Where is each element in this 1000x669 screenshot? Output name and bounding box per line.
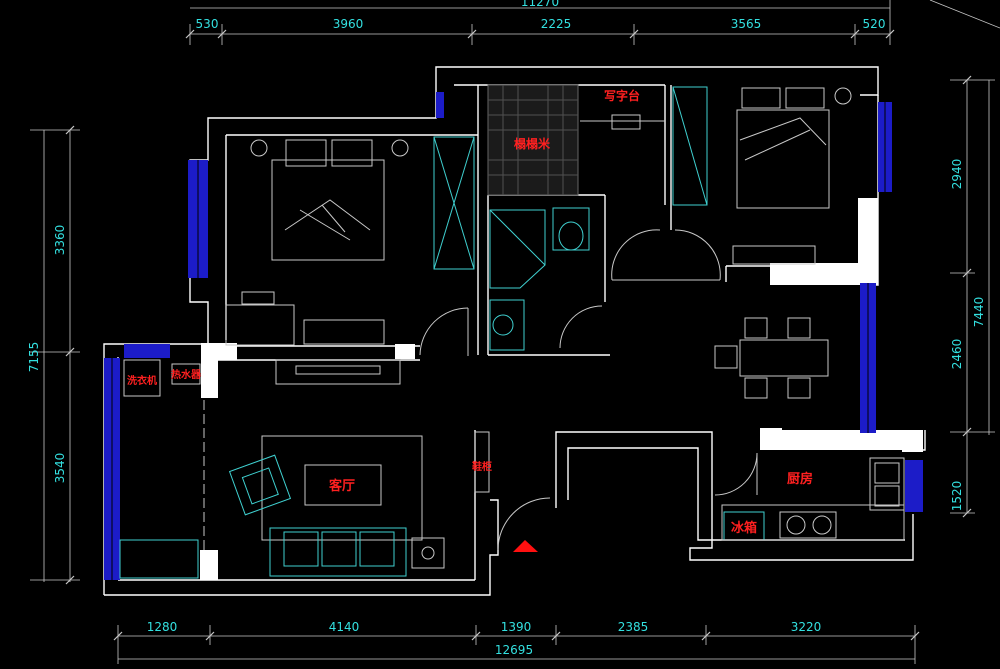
dim-bottom-2: 4140: [329, 620, 360, 634]
desk-left: [225, 304, 295, 346]
sofa: [269, 527, 407, 577]
door-bedroom-right-b: [674, 229, 721, 281]
washer: [123, 359, 161, 397]
wardrobe-right: [672, 86, 708, 206]
wall-blocks: [200, 198, 923, 580]
armchair: [228, 454, 292, 516]
dim-bottom-5: 3220: [791, 620, 822, 634]
bed-right: [736, 87, 852, 209]
entrance-door: [497, 497, 551, 551]
shoe-cabinet: [474, 431, 490, 493]
dim-bottom-3: 1390: [501, 620, 532, 634]
door-bedroom-right-a: [611, 229, 661, 281]
kitchen-counter: [721, 504, 905, 541]
label-living: 客厅: [329, 478, 355, 494]
tv-cabinet-bedroom: [303, 319, 385, 345]
dim-bottom-total: 12695: [495, 643, 533, 657]
dim-bottom-1: 1280: [147, 620, 178, 634]
label-kitchen: 厨房: [787, 471, 813, 487]
dim-right-3: 1520: [950, 481, 964, 512]
label-tatami: 榻榻米: [513, 136, 551, 151]
tv-cabinet-right: [732, 245, 816, 265]
stove: [779, 511, 837, 539]
tv-cabinet: [275, 359, 401, 385]
sink: [869, 457, 905, 511]
dim-left-2: 3540: [53, 453, 67, 484]
dim-right-total: 7440: [972, 297, 986, 328]
dimension-lines: [30, 0, 1000, 664]
label-washer: 洗衣机: [127, 374, 157, 387]
dim-top-4: 3565: [731, 17, 762, 31]
dining-table: [714, 317, 829, 399]
dim-bottom-4: 2385: [618, 620, 649, 634]
label-shoe: 鞋柜: [472, 460, 492, 473]
windows: [104, 92, 923, 580]
chair-left: [241, 291, 275, 305]
dim-top-3: 2225: [541, 17, 572, 31]
desk-chair: [611, 114, 641, 130]
heater: [171, 363, 201, 385]
tatami: [487, 84, 579, 196]
kitchen-door: [714, 452, 758, 496]
label-fridge: 冰箱: [731, 520, 757, 536]
label-desk: 写字台: [604, 88, 640, 103]
dim-right-2: 2460: [950, 339, 964, 370]
dim-top-1: 530: [196, 17, 219, 31]
living-rug: [261, 435, 423, 541]
bed-left: [250, 139, 409, 261]
dim-left-total: 7155: [27, 342, 41, 373]
label-heater: 热水器: [171, 368, 202, 381]
dim-top-total: 11270: [521, 0, 559, 9]
door-bedroom-left: [419, 307, 469, 356]
side-table: [411, 537, 445, 569]
dim-top-5: 520: [863, 17, 886, 31]
balcony-cabinet: [119, 539, 199, 579]
wardrobe-left: [433, 136, 475, 270]
coffee-table: [304, 464, 382, 506]
entrance-marker: [513, 540, 538, 552]
dim-top-2: 3960: [333, 17, 364, 31]
dim-left-1: 3360: [53, 225, 67, 256]
dim-right-1: 2940: [950, 159, 964, 190]
bathroom: [489, 207, 603, 351]
